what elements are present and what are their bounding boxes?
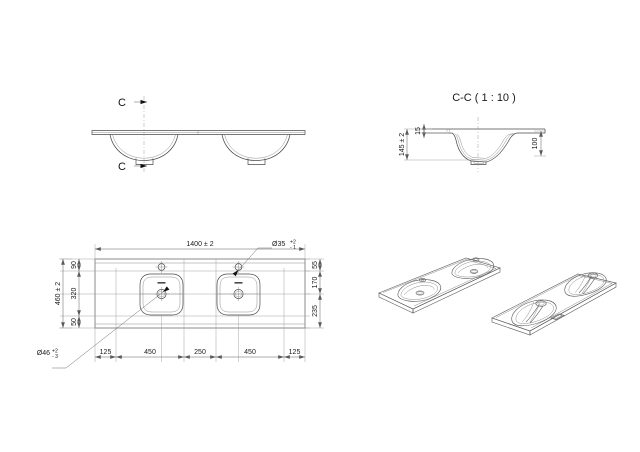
dim-chain-vertical-left: 90 320 50 [71, 258, 81, 329]
isometric-view-top [378, 257, 501, 314]
iso-basin-right [451, 257, 495, 279]
dim-chain-horizontal: 125 450 250 450 125 [94, 349, 306, 359]
dim-v-55: 55 [312, 261, 319, 269]
dim-h-450-right: 450 [244, 349, 256, 356]
callout-waste-hole: Ø46 +2 - 3 [37, 286, 170, 369]
iso-underside-basin-right [564, 272, 607, 297]
callout-46-tol-upper: +2 [52, 349, 58, 355]
callout-diameter-46: Ø46 [37, 350, 50, 357]
dim-h-125-left: 125 [100, 349, 112, 356]
dim-v-320: 320 [71, 288, 78, 300]
top-plan-view: 1400 ± 2 125 450 250 450 125 460 ± 2 [37, 240, 324, 369]
iso-underside-basin-left [511, 299, 565, 327]
dim-overall-depth: 460 ± 2 [55, 282, 62, 305]
front-elevation-view: C C [91, 96, 306, 173]
dim-chain-vertical-right: 55 170 235 [305, 258, 324, 329]
dim-v-90: 90 [71, 261, 78, 269]
dim-145: 145 ± 2 [399, 133, 406, 156]
dim-v-50: 50 [71, 318, 78, 326]
section-mark-c-top: C [118, 97, 126, 109]
dim-v-170: 170 [312, 277, 319, 289]
dim-15: 15 [415, 127, 422, 135]
isometric-view-bottom [491, 272, 617, 336]
section-mark-c-bottom: C [118, 161, 126, 173]
dim-overall-width: 1400 ± 2 [186, 241, 213, 248]
section-view-c-c: C-C ( 1 : 10 ) 145 ± 2 [399, 92, 546, 172]
callout-35-tol-lower: - 1 [290, 245, 296, 251]
callout-46-tol-lower: - 3 [52, 354, 58, 360]
dim-h-450-left: 450 [144, 349, 156, 356]
callout-35-tol-upper: +2 [290, 240, 296, 246]
section-title: C-C ( 1 : 10 ) [452, 92, 516, 104]
dim-100: 100 [532, 138, 539, 150]
dim-h-250: 250 [194, 349, 206, 356]
iso-basin-left [397, 277, 442, 302]
callout-diameter-35: Ø35 [272, 241, 285, 248]
dim-v-235: 235 [312, 305, 319, 317]
callout-tap-hole: Ø35 +2 - 1 [232, 240, 296, 277]
dim-h-125-right: 125 [289, 349, 301, 356]
